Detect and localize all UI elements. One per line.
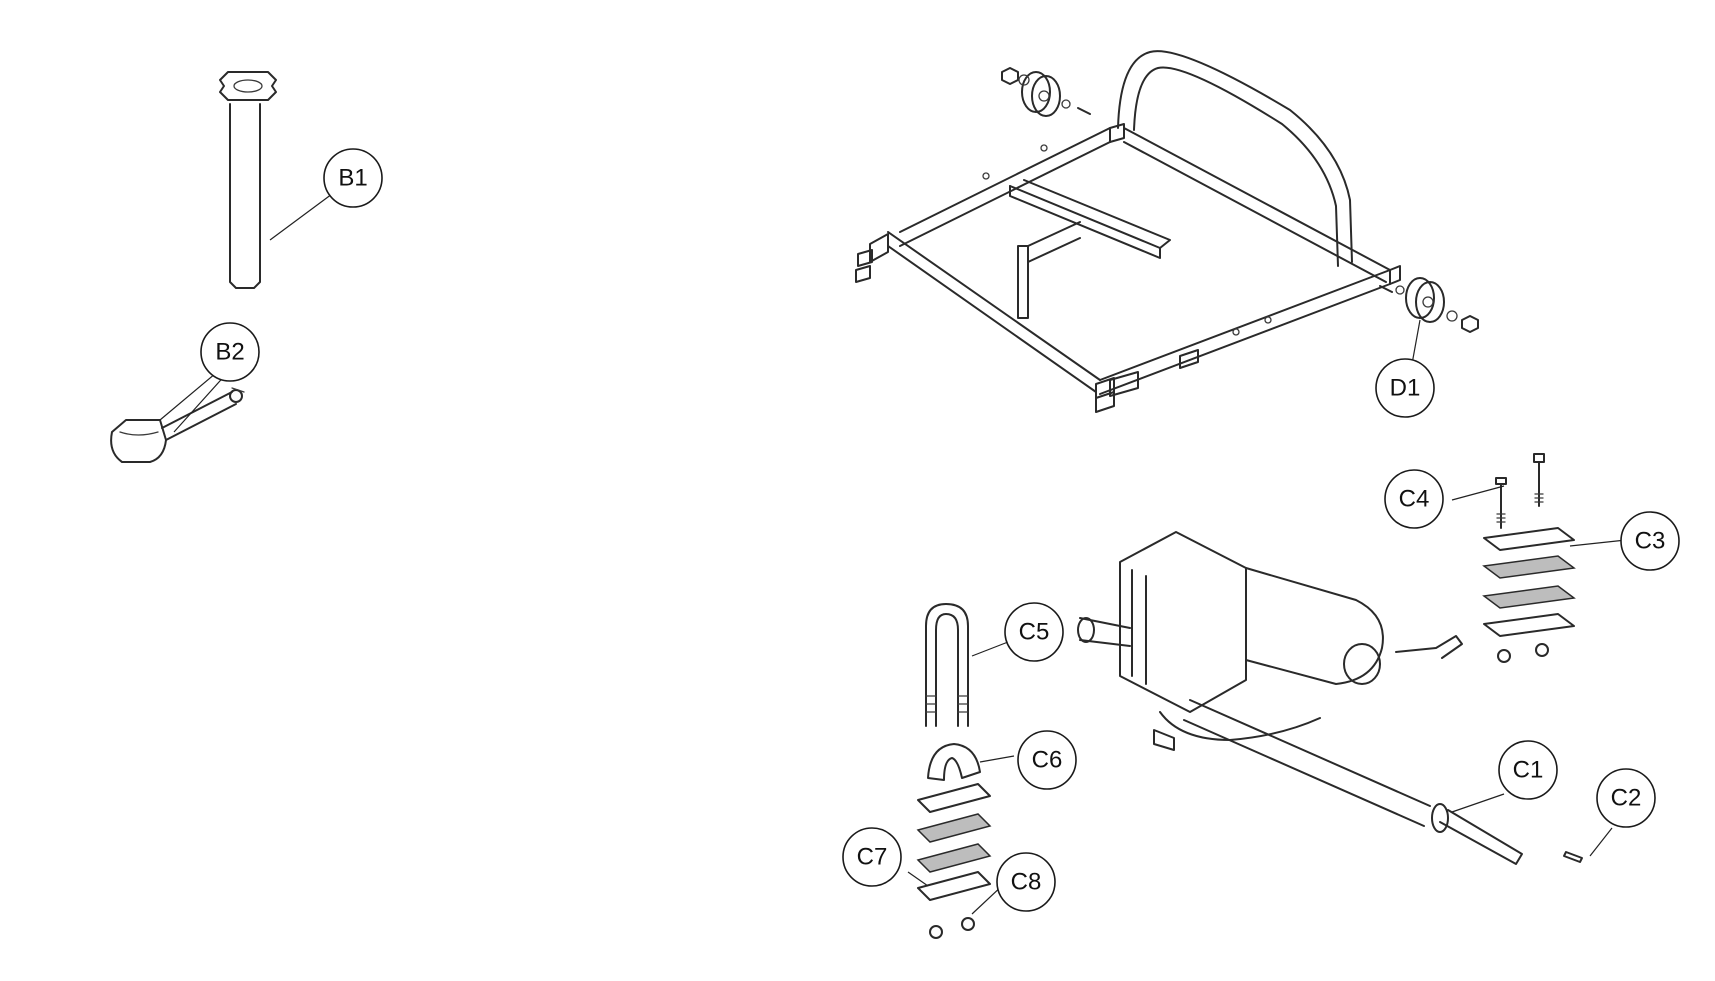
callout-d1: D1 bbox=[1375, 358, 1435, 418]
seat-post-tube bbox=[219, 71, 277, 289]
shaft-key bbox=[1563, 851, 1583, 863]
seat-post-knob bbox=[110, 387, 245, 463]
callout-c6-label: C6 bbox=[1032, 747, 1063, 774]
callout-c2: C2 bbox=[1596, 768, 1656, 828]
wheel-left bbox=[1001, 67, 1091, 117]
frame-assembly bbox=[855, 50, 1401, 413]
callout-c3: C3 bbox=[1620, 511, 1680, 571]
callout-d1-label: D1 bbox=[1390, 375, 1421, 402]
callout-c2-label: C2 bbox=[1611, 785, 1642, 812]
wheel-right bbox=[1379, 277, 1479, 333]
callout-c8: C8 bbox=[996, 852, 1056, 912]
transaxle-motor bbox=[1077, 531, 1523, 865]
callout-c7-label: C7 bbox=[857, 844, 888, 871]
u-bolt bbox=[925, 603, 969, 727]
callout-c5-label: C5 bbox=[1019, 619, 1050, 646]
callout-c1: C1 bbox=[1498, 740, 1558, 800]
callout-c1-label: C1 bbox=[1513, 757, 1544, 784]
callout-c6: C6 bbox=[1017, 730, 1077, 790]
callout-c3-label: C3 bbox=[1635, 528, 1666, 555]
clamp-plates-lower bbox=[916, 783, 992, 939]
callout-c7: C7 bbox=[842, 827, 902, 887]
callout-c4: C4 bbox=[1384, 469, 1444, 529]
clamp-plates-upper bbox=[1482, 527, 1576, 663]
callout-c5: C5 bbox=[1004, 602, 1064, 662]
clamp-bolts bbox=[1495, 453, 1545, 529]
callout-b2: B2 bbox=[200, 322, 260, 382]
callout-b1-label: B1 bbox=[338, 165, 367, 192]
callout-b2-label: B2 bbox=[215, 339, 244, 366]
callout-c4-label: C4 bbox=[1399, 486, 1430, 513]
callout-b1: B1 bbox=[323, 148, 383, 208]
callout-c8-label: C8 bbox=[1011, 869, 1042, 896]
saddle-clamp bbox=[927, 743, 981, 781]
